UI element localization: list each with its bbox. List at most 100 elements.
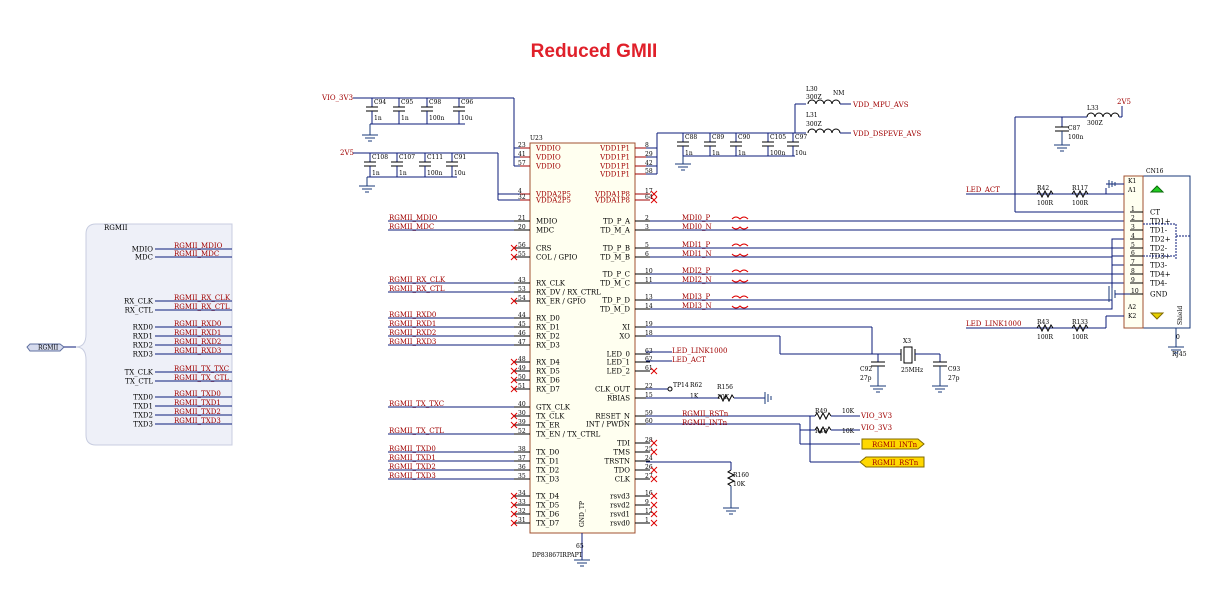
svg-text:VDDIO: VDDIO: [535, 154, 561, 162]
r133-ref: R133: [1072, 319, 1088, 326]
port-rgmii-intn[interactable]: RGMII_INTn: [861, 438, 925, 450]
net-rgmii-rxd2: RGMII_RXD2: [388, 329, 514, 337]
svg-text:29: 29: [645, 151, 653, 158]
l31-val: 300Z: [806, 121, 822, 128]
svg-text:60: 60: [645, 418, 653, 425]
inductor-l31: L31 300Z VDD_DSPEVE_AVS: [806, 112, 921, 138]
svg-text:54: 54: [518, 295, 526, 302]
svg-text:RGMII_RX_CLK: RGMII_RX_CLK: [174, 294, 231, 302]
svg-text:MDI3_N: MDI3_N: [682, 302, 712, 310]
svg-text:RESET_N: RESET_N: [595, 413, 630, 421]
svg-text:TX_D4: TX_D4: [536, 493, 560, 501]
svg-text:XO: XO: [619, 333, 630, 341]
svg-text:61: 61: [645, 365, 653, 372]
svg-text:VDD1P1: VDD1P1: [599, 171, 630, 179]
svg-text:MDI2_N: MDI2_N: [682, 276, 712, 284]
svg-text:RBIAS: RBIAS: [607, 395, 630, 403]
r62-label: R62: [690, 382, 702, 389]
svg-text:C111: C111: [427, 154, 443, 161]
l31-net: VDD_DSPEVE_AVS: [852, 130, 921, 138]
svg-text:RX_D2: RX_D2: [536, 333, 560, 341]
svg-text:C97: C97: [795, 134, 807, 141]
rj45-led-act-net: LED_ACT: [966, 186, 1000, 194]
svg-text:RGMII_TXD3: RGMII_TXD3: [389, 472, 436, 480]
net-rgmii-rxd3: RGMII_RXD3: [388, 338, 514, 346]
l33-val: 300Z: [1087, 120, 1103, 127]
rj45-label: RJ45: [1172, 351, 1187, 358]
svg-text:62: 62: [645, 356, 653, 363]
svg-text:27: 27: [645, 473, 653, 480]
svg-text:36: 36: [518, 464, 526, 471]
svg-text:42: 42: [645, 160, 653, 167]
ic-gnd-label: GND_TP: [579, 501, 586, 527]
crystal-x3: X3 25MHz C92 27p C93 27p: [646, 326, 960, 393]
r160-val: 10K: [733, 481, 746, 488]
svg-text:TD_M_A: TD_M_A: [600, 227, 630, 235]
r43-val: 100R: [1037, 334, 1053, 341]
svg-text:6: 6: [1131, 250, 1135, 257]
port-rstn-label: RGMII_RSTn: [872, 459, 919, 467]
clkout-rbias: TP14 R62 1K R156 10K: [646, 382, 772, 404]
svg-text:57: 57: [518, 160, 526, 167]
svg-text:TD2-: TD2-: [1150, 245, 1168, 253]
svg-text:COL / GPIO: COL / GPIO: [536, 254, 578, 262]
net-rgmii-mdc: RGMII_MDC: [388, 223, 514, 231]
svg-text:RGMII_RX_CLK: RGMII_RX_CLK: [389, 276, 446, 284]
svg-text:TX_CLK: TX_CLK: [125, 369, 154, 377]
svg-text:MDI0_P: MDI0_P: [682, 214, 710, 222]
ic-pin-right-3: 3TD_M_A: [600, 224, 650, 235]
c87-val: 100n: [1068, 134, 1083, 141]
svg-text:TX_EN / TX_CTRL: TX_EN / TX_CTRL: [536, 431, 601, 439]
svg-text:5: 5: [645, 242, 649, 249]
svg-text:TX_D1: TX_D1: [536, 458, 559, 466]
ic-pin-right-2: 2TD_P_A: [603, 215, 650, 226]
svg-text:100n: 100n: [429, 115, 444, 122]
svg-text:31: 31: [518, 517, 526, 524]
svg-text:VDDA2P5: VDDA2P5: [535, 197, 571, 205]
svg-text:41: 41: [518, 151, 526, 158]
ic-led-nets: LED_LINK1000 LED_ACT: [646, 347, 727, 364]
svg-text:RGMII_RXD3: RGMII_RXD3: [174, 347, 221, 355]
svg-text:LED_0: LED_0: [607, 351, 630, 359]
svg-text:22: 22: [645, 383, 653, 390]
x3-ref: X3: [903, 338, 911, 345]
port-rgmii-rstn[interactable]: RGMII_RSTn: [859, 456, 925, 468]
svg-text:56: 56: [518, 242, 526, 249]
svg-text:7: 7: [1131, 259, 1135, 266]
svg-text:TX_D3: TX_D3: [536, 476, 559, 484]
ic-led-act-net: LED_ACT: [672, 356, 706, 364]
ic-part: DP83867IRPAPT: [532, 552, 583, 559]
r49-vio: VIO_3V3: [860, 412, 892, 420]
rgmii-port[interactable]: RGMII: [26, 343, 76, 352]
svg-text:RGMII_RXD2: RGMII_RXD2: [174, 338, 221, 346]
svg-text:39: 39: [518, 419, 526, 426]
svg-text:C105: C105: [770, 134, 786, 141]
svg-text:RGMII_MDIO: RGMII_MDIO: [389, 214, 438, 222]
